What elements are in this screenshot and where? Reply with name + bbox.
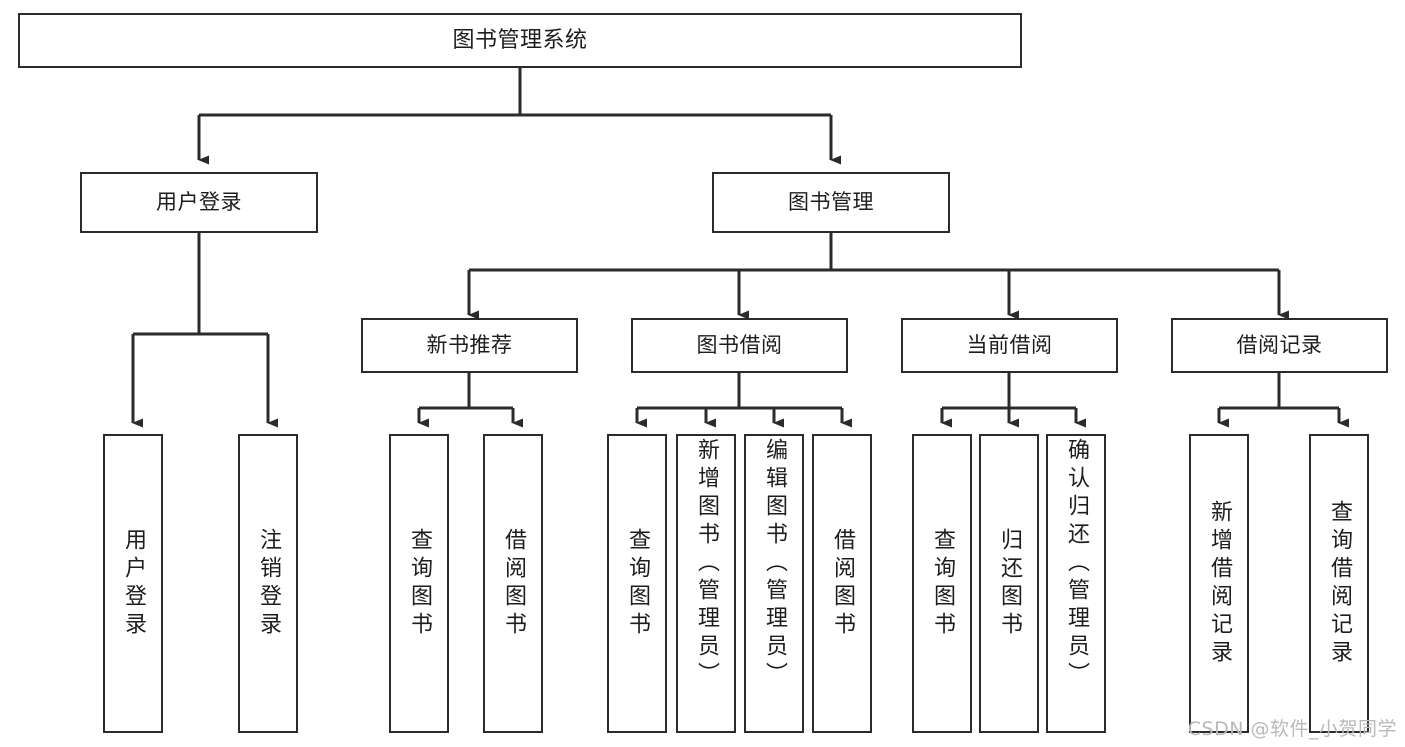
node-new-book-recommend[interactable]: 新书推荐 [361,318,578,373]
node-leaf-current-borrow-return[interactable]: 归还图书 [979,434,1039,733]
csdn-watermark: CSDN @软件_小贺同学 [1187,718,1397,740]
node-leaf-user-login-logout-label: 注销登录 [256,527,281,640]
node-book-borrow-label: 图书借阅 [696,333,783,358]
node-leaf-borrow-record-query[interactable]: 查询借阅记录 [1309,434,1369,733]
node-leaf-current-borrow-confirm[interactable]: 确认归还（管理员） [1046,434,1106,733]
node-leaf-new-book-borrow[interactable]: 借阅图书 [483,434,543,733]
node-leaf-book-borrow-borrow-label: 借阅图书 [830,527,855,640]
node-root-system-label: 图书管理系统 [452,27,588,53]
node-leaf-current-borrow-query-label: 查询图书 [930,527,955,640]
node-book-manage[interactable]: 图书管理 [712,172,950,233]
node-new-book-recommend-label: 新书推荐 [426,333,513,358]
node-leaf-current-borrow-return-label: 归还图书 [997,527,1022,640]
node-leaf-current-borrow-query[interactable]: 查询图书 [912,434,972,733]
node-leaf-book-borrow-borrow[interactable]: 借阅图书 [812,434,872,733]
node-borrow-record[interactable]: 借阅记录 [1171,318,1388,373]
node-leaf-book-borrow-query-label: 查询图书 [625,527,650,640]
node-book-borrow[interactable]: 图书借阅 [631,318,848,373]
node-borrow-record-label: 借阅记录 [1236,333,1323,358]
node-current-borrow-label: 当前借阅 [966,333,1053,358]
node-book-manage-label: 图书管理 [788,190,874,215]
node-leaf-book-borrow-add-label: 新增图书（管理员） [694,438,719,690]
node-leaf-borrow-record-query-label: 查询借阅记录 [1327,499,1352,668]
node-user-login[interactable]: 用户登录 [80,172,318,233]
node-leaf-new-book-query[interactable]: 查询图书 [389,434,449,733]
node-leaf-user-login-login[interactable]: 用户登录 [103,434,163,733]
node-current-borrow[interactable]: 当前借阅 [901,318,1118,373]
node-leaf-book-borrow-query[interactable]: 查询图书 [607,434,667,733]
node-leaf-user-login-login-label: 用户登录 [121,527,146,640]
node-leaf-book-borrow-edit[interactable]: 编辑图书（管理员） [744,434,804,733]
node-leaf-borrow-record-add[interactable]: 新增借阅记录 [1189,434,1249,733]
node-leaf-new-book-query-label: 查询图书 [407,527,432,640]
node-leaf-book-borrow-add[interactable]: 新增图书（管理员） [676,434,736,733]
node-leaf-new-book-borrow-label: 借阅图书 [501,527,526,640]
node-root-system[interactable]: 图书管理系统 [18,13,1022,68]
node-leaf-current-borrow-confirm-label: 确认归还（管理员） [1064,438,1089,690]
node-leaf-book-borrow-edit-label: 编辑图书（管理员） [762,438,787,690]
node-leaf-user-login-logout[interactable]: 注销登录 [238,434,298,733]
node-leaf-borrow-record-add-label: 新增借阅记录 [1207,499,1232,668]
node-user-login-label: 用户登录 [156,190,242,215]
